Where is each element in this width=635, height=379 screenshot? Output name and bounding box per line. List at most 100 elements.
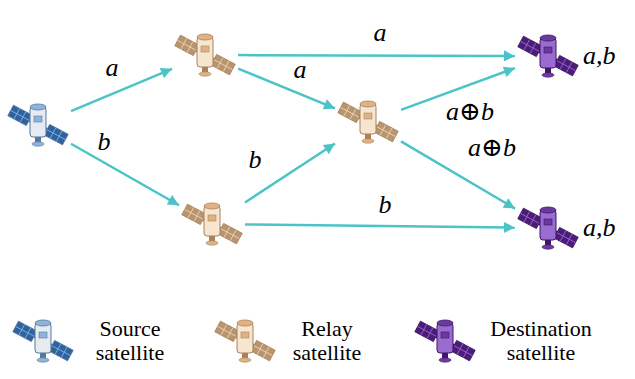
antenna-dish — [542, 245, 554, 249]
satellite-figure — [415, 320, 475, 362]
packet-label: b — [247, 147, 264, 173]
body-window — [441, 332, 449, 338]
packet-label: a — [292, 57, 309, 83]
packet-label: b — [96, 129, 113, 155]
satellite-body — [360, 104, 376, 134]
panel-grid — [16, 326, 35, 336]
antenna-dish — [239, 358, 251, 362]
link-arrow — [238, 69, 335, 109]
panel-grid — [52, 346, 71, 356]
solar-panel — [215, 321, 239, 341]
body-window — [544, 47, 552, 53]
satellite-figure — [8, 104, 68, 146]
satellite-icon — [179, 195, 245, 253]
satellite-node: a,b — [515, 27, 620, 85]
panel-grid — [341, 107, 360, 117]
satellite-figure — [215, 320, 275, 362]
antenna-mount — [209, 236, 215, 241]
solar-panels — [338, 102, 398, 142]
link-arrow — [71, 69, 172, 111]
antenna-dish — [37, 358, 49, 362]
antenna-mount — [545, 240, 551, 245]
satellite-node — [335, 93, 401, 151]
solar-panel — [374, 121, 398, 141]
satellite-body — [237, 323, 253, 353]
solar-panels — [175, 35, 235, 75]
legend-icon — [212, 312, 278, 370]
panel-grid — [185, 209, 204, 219]
link-arrow — [245, 224, 515, 227]
antenna-dish — [199, 72, 211, 76]
solar-panel — [44, 124, 68, 144]
panel-grid — [47, 130, 66, 140]
legend-entry: Destination satellite — [412, 312, 600, 370]
solar-panels — [518, 36, 578, 76]
satellite-figure — [338, 101, 398, 143]
satellite-data: a,b — [583, 43, 620, 69]
body-cap — [437, 320, 453, 326]
solar-panel — [8, 105, 32, 125]
body-window — [39, 332, 47, 338]
solar-panel — [182, 204, 206, 224]
antenna-mount — [442, 353, 448, 358]
antenna-dish — [362, 139, 374, 143]
panel-grid — [418, 326, 437, 336]
packet-label: a⊕b — [466, 135, 518, 161]
antenna-mount — [545, 68, 551, 73]
antenna-dish — [206, 241, 218, 245]
legend-entry: Source satellite — [10, 312, 180, 370]
body-window — [544, 219, 552, 225]
satellite-body — [30, 107, 46, 137]
panel-grid — [178, 40, 197, 50]
packet-label: b — [377, 192, 394, 218]
panel-grid — [254, 346, 273, 356]
solar-panel — [554, 55, 578, 75]
satellite-body — [35, 323, 51, 353]
satellite-node — [179, 195, 245, 253]
solar-panel — [451, 340, 475, 360]
body-window — [208, 215, 216, 221]
solar-panel — [518, 208, 542, 228]
legend-text: Destination satellite — [482, 317, 600, 365]
solar-panel — [211, 54, 235, 74]
packet-label: a — [104, 55, 121, 81]
solar-panels — [215, 321, 275, 361]
satellite-figure — [175, 34, 235, 76]
body-window — [34, 116, 42, 122]
solar-panels — [518, 208, 578, 248]
body-cap — [204, 203, 220, 209]
satellite-data: a,b — [583, 215, 620, 241]
antenna-mount — [242, 353, 248, 358]
antenna-dish — [542, 73, 554, 77]
body-cap — [30, 104, 46, 110]
satellite-body — [204, 206, 220, 236]
panel-grid — [11, 110, 30, 120]
packet-label: a — [372, 20, 389, 46]
satellite-node: a,b — [515, 199, 620, 257]
body-cap — [197, 34, 213, 40]
body-cap — [360, 101, 376, 107]
solar-panel — [175, 35, 199, 55]
panel-grid — [454, 346, 473, 356]
satellite-icon — [515, 199, 581, 257]
body-cap — [35, 320, 51, 326]
satellite-figure — [182, 203, 242, 245]
satellite-node — [5, 96, 71, 154]
solar-panels — [182, 204, 242, 244]
antenna-dish — [439, 358, 451, 362]
body-cap — [540, 207, 556, 213]
satellite-icon — [515, 27, 581, 85]
satellite-node — [172, 26, 238, 84]
antenna-dish — [32, 142, 44, 146]
body-window — [241, 332, 249, 338]
solar-panel — [49, 340, 73, 360]
panel-grid — [221, 229, 240, 239]
satellite-body — [197, 37, 213, 67]
solar-panels — [415, 321, 475, 361]
legend-icon — [412, 312, 478, 370]
body-cap — [540, 35, 556, 41]
link-arrow — [245, 144, 335, 203]
satellite-body — [540, 210, 556, 240]
body-window — [201, 46, 209, 52]
antenna-mount — [202, 67, 208, 72]
